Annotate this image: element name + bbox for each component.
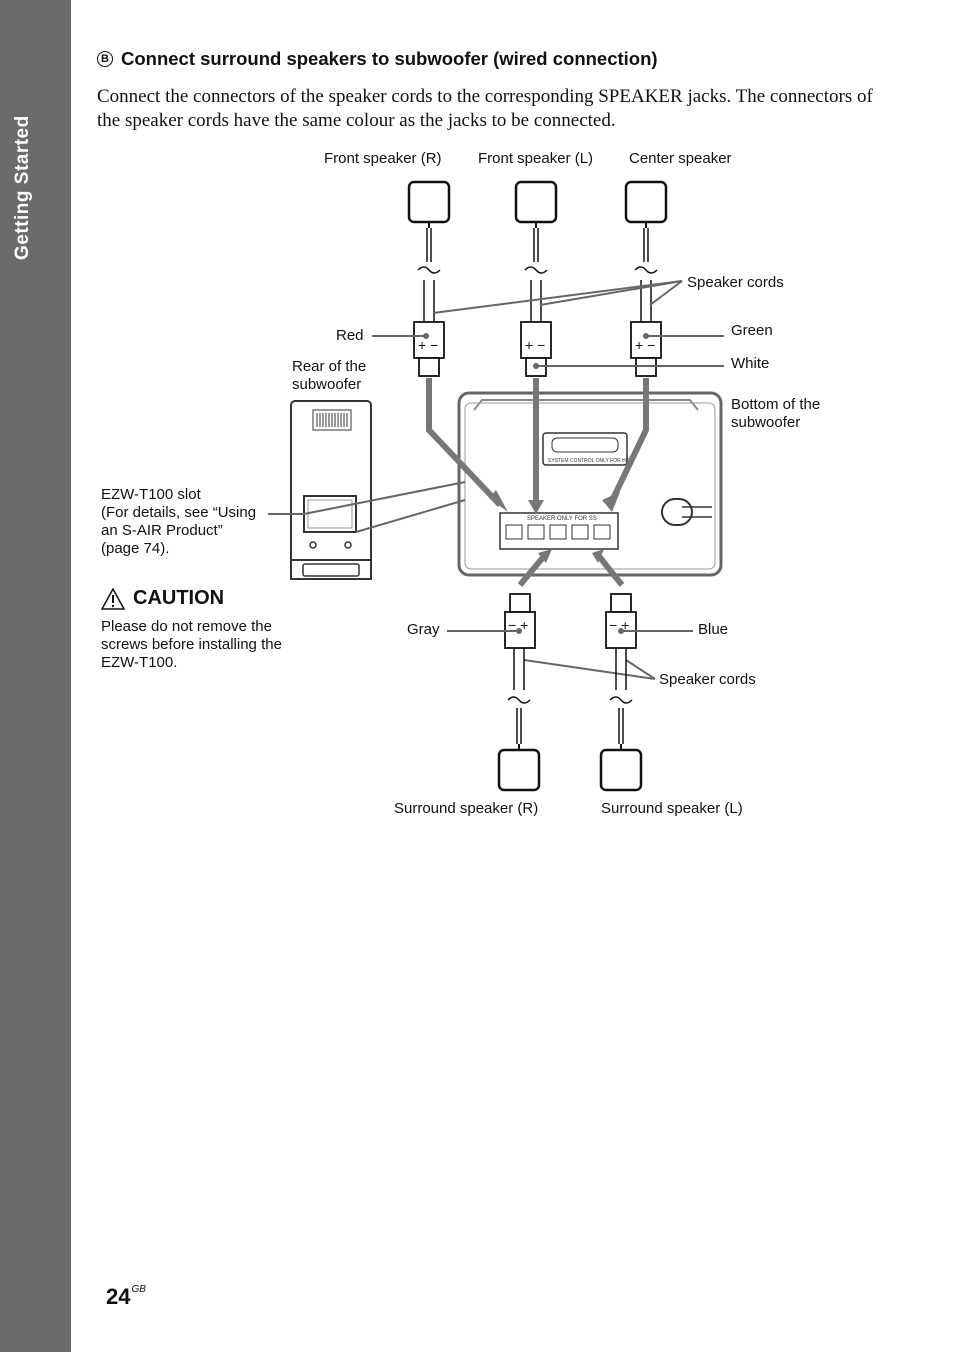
caution-header: CAUTION	[101, 587, 224, 610]
svg-text:− +: − +	[609, 617, 629, 633]
front-speaker-r-icon	[407, 180, 451, 228]
warning-triangle-icon	[101, 587, 125, 610]
heading-title: Connect surround speakers to subwoofer (…	[121, 48, 658, 69]
plug-center: + −	[630, 321, 662, 377]
label-ezw-slot-2: (For details, see “Using	[101, 504, 257, 521]
bottom-cords	[507, 648, 633, 744]
label-gray: Gray	[407, 621, 440, 638]
surround-speaker-l-icon	[599, 744, 643, 792]
callout-lines-rear	[268, 481, 466, 533]
center-speaker-icon	[624, 180, 668, 228]
svg-text:SPEAKER ONLY FOR SS: SPEAKER ONLY FOR SS	[527, 516, 597, 522]
subwoofer-rear	[290, 400, 372, 580]
front-speaker-l-icon	[514, 180, 558, 228]
label-ezw-slot-3: an S-AIR Product”	[101, 522, 223, 539]
plug-front-l: + −	[520, 321, 552, 377]
top-cords	[417, 228, 658, 322]
label-red: Red	[336, 327, 364, 344]
svg-text:SYSTEM CONTROL ONLY FOR HCD: SYSTEM CONTROL ONLY FOR HCD	[548, 458, 633, 464]
label-front-speaker-r: Front speaker (R)	[324, 150, 442, 167]
label-white: White	[731, 355, 770, 372]
callout-lines-bottom	[447, 630, 693, 680]
callout-lines-top	[372, 280, 724, 367]
arrow-heads	[489, 490, 620, 563]
caution-title: CAUTION	[133, 587, 225, 609]
caution-text: Please do not remove the screws before i…	[101, 618, 282, 671]
connection-arrows	[426, 378, 649, 587]
label-front-speaker-l: Front speaker (L)	[478, 150, 594, 167]
label-bottom-of-subwoofer-1: Bottom of the	[731, 396, 821, 413]
svg-text:+ −: + −	[525, 337, 545, 353]
sidebar-tab: Getting Started	[0, 0, 71, 1352]
label-ezw-slot-1: EZW-T100 slot	[101, 486, 201, 503]
label-surround-speaker-r: Surround speaker (R)	[394, 800, 539, 817]
label-rear-of-subwoofer-2: subwoofer	[292, 376, 362, 393]
subwoofer-bottom-panel: SYSTEM CONTROL ONLY FOR HCD SPEAKER ONLY…	[457, 391, 723, 577]
svg-text:− +: − +	[508, 617, 528, 633]
surround-speaker-r-icon	[497, 744, 541, 792]
label-blue: Blue	[698, 621, 729, 638]
label-center-speaker: Center speaker	[629, 150, 732, 167]
svg-text:+ −: + −	[635, 337, 655, 353]
intro-paragraph: Connect the connectors of the speaker co…	[97, 86, 873, 131]
label-rear-of-subwoofer-1: Rear of the	[292, 358, 367, 375]
label-green: Green	[731, 322, 773, 339]
label-speaker-cords-bottom: Speaker cords	[659, 671, 756, 688]
label-bottom-of-subwoofer-2: subwoofer	[731, 414, 801, 431]
step-badge: B	[97, 51, 113, 67]
page-number: 24GB	[106, 1284, 146, 1310]
plug-front-r: + −	[413, 321, 445, 377]
label-surround-speaker-l: Surround speaker (L)	[601, 800, 743, 817]
page-number-suffix: GB	[131, 1284, 146, 1295]
svg-text:+ −: + −	[418, 337, 438, 353]
plug-surround-r: − +	[504, 593, 536, 649]
section-heading: B Connect surround speakers to subwoofer…	[97, 48, 658, 70]
page-number-value: 24	[106, 1284, 131, 1309]
label-speaker-cords-top: Speaker cords	[687, 274, 784, 291]
label-ezw-slot-4: (page 74).	[101, 540, 170, 557]
plug-surround-l: − +	[605, 593, 637, 649]
